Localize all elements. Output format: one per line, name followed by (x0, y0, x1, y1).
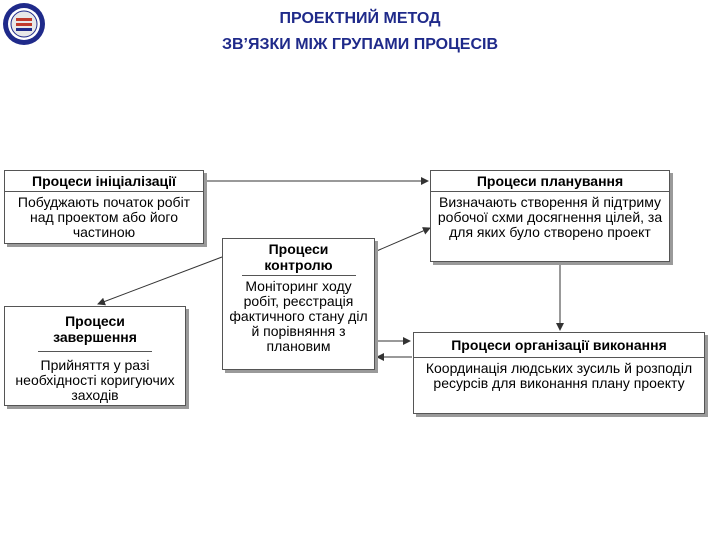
control-description: Моніторинг ходу робіт, реєстрація фактич… (229, 278, 368, 354)
planning-heading: Процеси планування (431, 171, 669, 192)
control-box: Процеси контролю Моніторинг ходу робіт, … (222, 238, 375, 370)
planning-box: Процеси планування Визначають створення … (430, 170, 670, 262)
initiation-heading: Процеси ініціалізації (5, 171, 203, 192)
arrow-control-to-closing (97, 256, 223, 306)
closing-box: Процеси завершення Прийняття у разі необ… (4, 306, 186, 406)
closing-description: Прийняття у разі необхідності коригуючих… (15, 357, 175, 403)
initiation-box: Процеси ініціалізації Побуджають початок… (4, 170, 204, 244)
execution-box: Процеси організації виконання Координаці… (413, 332, 705, 414)
page-title: ПРОЕКТНИЙ МЕТОД (279, 10, 441, 27)
arrow-control-to-planning (371, 227, 431, 254)
closing-heading: Процеси завершення (38, 307, 152, 352)
planning-description: Визначають створення й підтриму робочої … (437, 194, 663, 240)
university-logo (3, 3, 45, 45)
execution-description: Координація людських зусиль й розподіл р… (425, 360, 693, 391)
execution-heading: Процеси організації виконання (414, 333, 704, 358)
control-heading: Процеси контролю (241, 239, 356, 276)
initiation-description: Побуджають початок робіт над проектом аб… (17, 194, 191, 240)
page-subtitle: ЗВ’ЯЗКИ МІЖ ГРУПАМИ ПРОЦЕСІВ (221, 36, 499, 53)
